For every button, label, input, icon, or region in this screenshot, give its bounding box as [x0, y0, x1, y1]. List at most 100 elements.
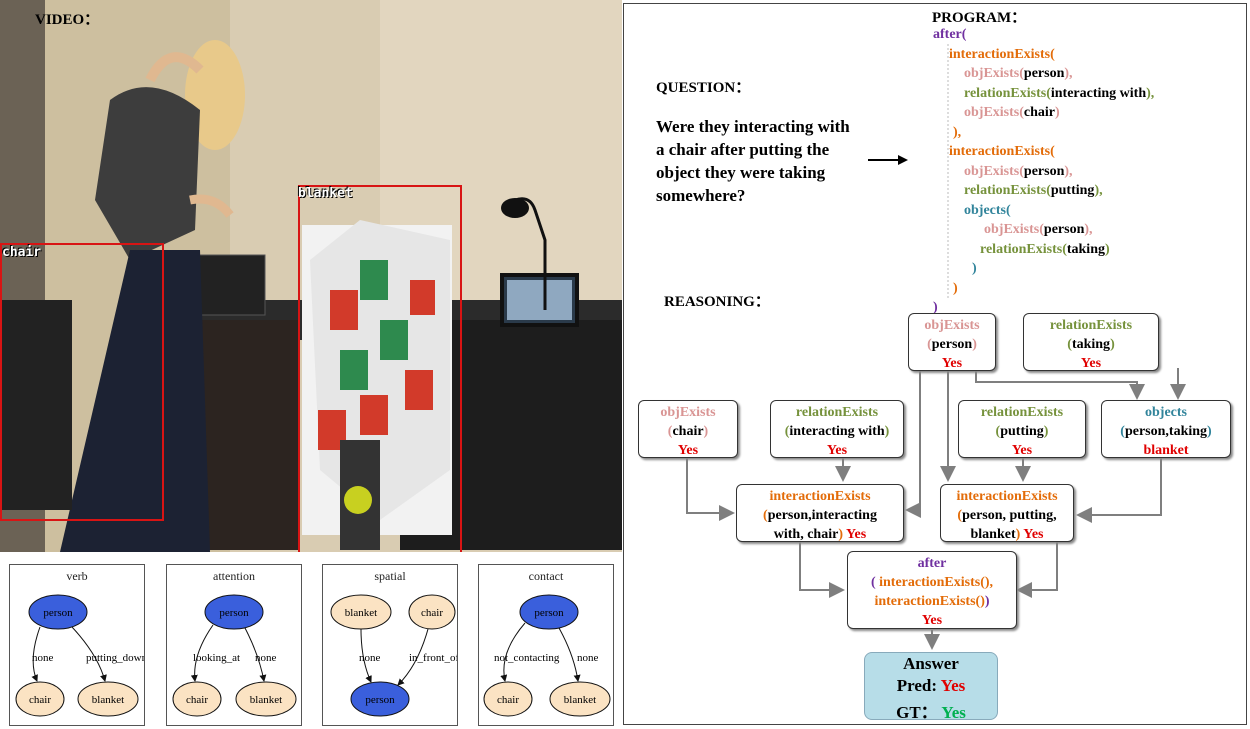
node-relationexists-putting: relationExists (putting) Yes	[958, 400, 1086, 458]
program-line: objExists(person),	[964, 66, 1073, 82]
program-line: interactionExists(	[949, 144, 1055, 160]
edge-label: none	[577, 652, 599, 664]
node-line: Yes	[848, 611, 1016, 630]
text-run: blanket	[970, 527, 1016, 542]
node-line: Yes	[639, 441, 737, 460]
node-line: interactionExists	[737, 487, 903, 506]
edge-label: putting_down	[86, 652, 144, 664]
blanket-node-label: blanket	[345, 607, 377, 619]
edge-label: none	[255, 652, 277, 664]
node-line: blanket	[1102, 441, 1230, 460]
text-run: interacting with	[1050, 85, 1147, 101]
text-run: )	[838, 527, 846, 542]
program-line: )	[953, 281, 958, 297]
text-run: objExists(	[984, 222, 1044, 237]
chair-node-label: chair	[421, 607, 443, 619]
text-run: Yes	[677, 443, 699, 458]
node-objects-person-taking: objects(person,taking)blanket	[1101, 400, 1231, 458]
chair-node	[483, 681, 533, 717]
node-line: (putting)	[959, 422, 1085, 441]
text-run: after	[917, 556, 947, 571]
text-run: (	[957, 508, 963, 523]
program-line: relationExists(taking)	[980, 242, 1110, 258]
edge-label: none	[32, 652, 54, 664]
node-line: relationExists	[771, 403, 903, 422]
node-line: (taking)	[1024, 335, 1158, 354]
edge-label: none	[359, 652, 381, 664]
text-run: (	[870, 575, 880, 590]
node-objexists-person: objExists(person)Yes	[908, 313, 996, 371]
text-run: after(	[933, 27, 967, 42]
blanket-node	[77, 681, 139, 717]
person-node-label: person	[219, 607, 249, 619]
text-run: person,interacting	[767, 508, 877, 523]
scene-graph-verb: verb person chair blanket none putting_d…	[9, 564, 145, 726]
scene-graph-attention: attention person chair blanket looking_a…	[166, 564, 302, 726]
text-run: (	[784, 424, 790, 439]
scene-graph-title: spatial	[374, 569, 406, 583]
text-run: ),	[1064, 163, 1073, 179]
scene-graph-spatial: spatial blanket chair person none in_fro…	[322, 564, 458, 726]
text-run: (	[927, 337, 932, 352]
text-run: Yes	[1011, 443, 1033, 458]
text-run: ),	[1064, 66, 1073, 81]
text-run: with, chair	[773, 527, 839, 542]
text-run: relationExists	[980, 405, 1064, 420]
text-run: relationExists(	[980, 241, 1067, 257]
text-run: person	[1023, 66, 1065, 81]
chair-bbox-label: chair	[2, 245, 42, 260]
scene-graph-title: contact	[528, 569, 564, 583]
blanket-node	[549, 681, 611, 717]
node-line: (chair)	[639, 422, 737, 441]
program-line: objects(	[964, 203, 1011, 219]
text-run: interactionExists	[769, 489, 871, 504]
text-run: )	[972, 337, 977, 352]
node-line: (person,interacting	[737, 506, 903, 525]
node-relationexists-interacting-with: relationExists(interacting with)Yes	[770, 400, 904, 458]
text-run: objExists(	[964, 163, 1024, 179]
person-node-label: person	[534, 607, 564, 619]
pred-label: Pred:	[896, 676, 938, 695]
node-relationexists-taking: relationExists(taking)Yes	[1023, 313, 1159, 371]
text-run: )	[1055, 105, 1060, 120]
text-run: relationExists	[1049, 318, 1133, 333]
answer-title: Answer	[903, 654, 959, 673]
edge-label: in_front_of	[409, 652, 457, 664]
text-run: )	[984, 594, 990, 609]
blanket-bounding-box	[298, 185, 462, 552]
text-run: person	[931, 337, 973, 352]
text-run: objExists(	[964, 66, 1024, 81]
program-line: interactionExists(	[949, 47, 1055, 63]
text-run: )	[972, 261, 977, 276]
node-line: interactionExists	[941, 487, 1073, 506]
node-line: objExists	[639, 403, 737, 422]
program-line: objExists(person),	[984, 222, 1093, 238]
text-run: interactionExists(),	[879, 575, 994, 590]
video-label: VIDEO：	[35, 12, 100, 28]
text-run: )	[1104, 241, 1110, 257]
scene-graph-contact: contact person chair blanket not_contact…	[478, 564, 614, 726]
program-line: after(	[933, 27, 966, 43]
scene-graph-title: attention	[213, 569, 255, 583]
chair-node	[408, 594, 456, 630]
text-run: )	[1015, 527, 1024, 542]
blanket-bbox-label: blanket	[298, 186, 353, 201]
node-line: with, chair) Yes	[737, 525, 903, 544]
node-objexists-chair: objExists(chair) Yes	[638, 400, 738, 458]
text-run: person,taking	[1124, 424, 1208, 439]
text-run: objExists	[924, 318, 980, 333]
program-line: objExists(chair)	[964, 105, 1060, 121]
node-line: objExists	[909, 316, 995, 335]
edge-label: looking_at	[193, 652, 240, 664]
chair-node	[172, 681, 222, 717]
program-line: )	[933, 300, 938, 316]
node-line: relationExists	[1024, 316, 1158, 335]
question-line: a chair after putting the	[656, 140, 830, 159]
reasoning-panel	[623, 3, 1247, 725]
text-run: person	[1023, 163, 1065, 179]
text-run: Yes	[826, 443, 848, 458]
video-scene-image	[0, 0, 622, 552]
text-run: ),	[1146, 85, 1155, 101]
